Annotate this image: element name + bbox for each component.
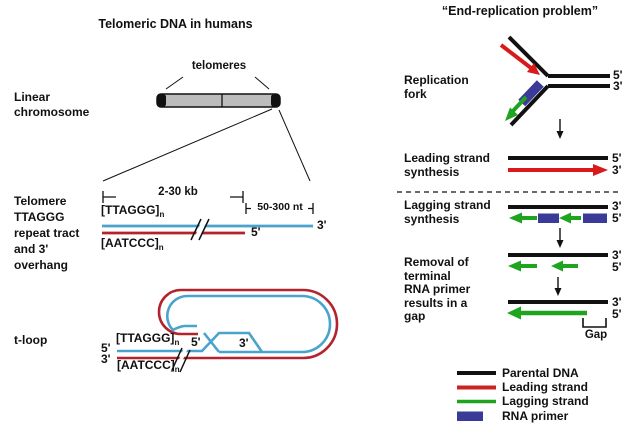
tloop-break-mask: [174, 348, 188, 371]
removal-line2-3prime: 3': [612, 295, 622, 309]
left-title: Telomeric DNA in humans: [98, 17, 253, 31]
lagging-5prime: 5': [612, 211, 622, 225]
strand-break-mask: [193, 218, 208, 241]
lagging-3prime: 3': [612, 199, 622, 213]
fork-lower-arm: [509, 84, 550, 127]
tloop-entry-3prime: 3': [101, 352, 111, 366]
chromosome-diagram: [102, 76, 311, 182]
legend-primer-swatch: [457, 411, 483, 421]
legend-label-lagging: Lagging strand: [502, 394, 589, 408]
gap-label: Gap: [584, 329, 608, 341]
tract-label: Telomere TTAGGG repeat tract and 3' over…: [14, 194, 80, 272]
removal-label: Removal of terminal RNA primer results i…: [404, 255, 471, 323]
strand-break-slashes: [190, 218, 210, 241]
kb-span-label: 2-30 kb: [158, 186, 198, 198]
legend-label-primer: RNA primer: [502, 409, 569, 423]
zoom-line-left: [102, 108, 273, 182]
leading-3prime: 3': [612, 163, 622, 177]
leading-label: Leading strand synthesis: [404, 151, 491, 179]
tloop-invading-strand: [117, 331, 264, 353]
nt-span-ticks: [245, 203, 314, 214]
bottom-strand-5prime: 5': [251, 225, 261, 239]
removal-line1-5prime: 5': [612, 260, 622, 274]
telomere-cap-left: [157, 94, 166, 107]
legend-swatches: [457, 371, 496, 421]
tloop-outer-red-strand: [117, 288, 339, 360]
kb-span-ticks: [102, 191, 244, 203]
removal-arrowhead-1: [508, 260, 521, 272]
repeat-top-label: [TTAGGG]n: [101, 203, 165, 219]
replication-fork-label: Replication fork: [404, 73, 469, 101]
telomere-pointer-right: [254, 76, 270, 90]
gap-bracket: [582, 318, 607, 328]
leading-5prime: 5': [612, 151, 622, 165]
legend-label-parental: Parental DNA: [502, 366, 579, 380]
repeat-tract-diagram: [102, 191, 314, 241]
tloop-label: t-loop: [14, 333, 48, 347]
fork-lagging-arrow-shaft: [511, 95, 528, 113]
leading-strand-arrowhead: [593, 164, 608, 176]
legend-label-leading: Leading strand: [502, 380, 589, 394]
okazaki-arrowhead-2: [559, 212, 571, 224]
okazaki-arrowhead-1: [509, 212, 522, 224]
telomeres-label: telomeres: [191, 60, 247, 72]
replication-fork-diagram: [499, 35, 610, 139]
chromosome-body: [156, 93, 281, 108]
tloop-inner-blue-strand: [166, 294, 332, 354]
fork-3prime: 3': [613, 79, 623, 93]
step-arrow-2-head: [556, 240, 564, 248]
telomere-pointer-left: [165, 76, 184, 90]
removal-arrowhead-2: [551, 260, 563, 272]
tloop-top-label: [TTAGGG]n: [116, 331, 180, 347]
leading-strand-diagram: [508, 156, 608, 176]
removal-line1-3prime: 3': [612, 248, 622, 262]
linear-chromosome-label: Linear chromosome: [14, 90, 90, 119]
lagging-strand-diagram: [508, 205, 608, 248]
rna-primer-2: [583, 213, 607, 223]
gap-strand-arrowhead: [507, 306, 521, 320]
rna-primer-1: [538, 213, 559, 223]
tloop-break-slashes: [171, 347, 191, 373]
fork-upper-arm: [507, 35, 550, 78]
tloop-crossover: [202, 332, 221, 353]
removal-line2-5prime: 5': [612, 307, 622, 321]
tloop-junction-5prime: 5': [191, 335, 201, 349]
tloop-bottom-label: [AATCCC]n: [117, 358, 180, 374]
telomere-cap-right: [271, 94, 280, 107]
step-arrow-3-head: [554, 288, 562, 296]
nt-span-label: 50-300 nt: [257, 201, 303, 213]
primer-removal-diagram: [507, 253, 608, 328]
zoom-line-right: [278, 109, 311, 182]
right-title: “End-replication problem”: [441, 4, 599, 18]
fork-5prime: 5': [613, 68, 623, 82]
fork-leading-arrow-shaft: [499, 43, 533, 70]
step-arrow-1-head: [556, 131, 564, 139]
top-strand-3prime: 3': [317, 218, 327, 232]
tloop-junction-3prime: 3': [239, 336, 249, 350]
lagging-label: Lagging strand synthesis: [404, 198, 491, 226]
t-loop-diagram: [117, 288, 339, 373]
tloop-entry-5prime: 5': [101, 341, 111, 355]
fork-lagging-arrowhead: [505, 107, 518, 121]
fork-leading-arrowhead: [527, 63, 540, 75]
repeat-bottom-label: [AATCCC]n: [101, 236, 164, 252]
